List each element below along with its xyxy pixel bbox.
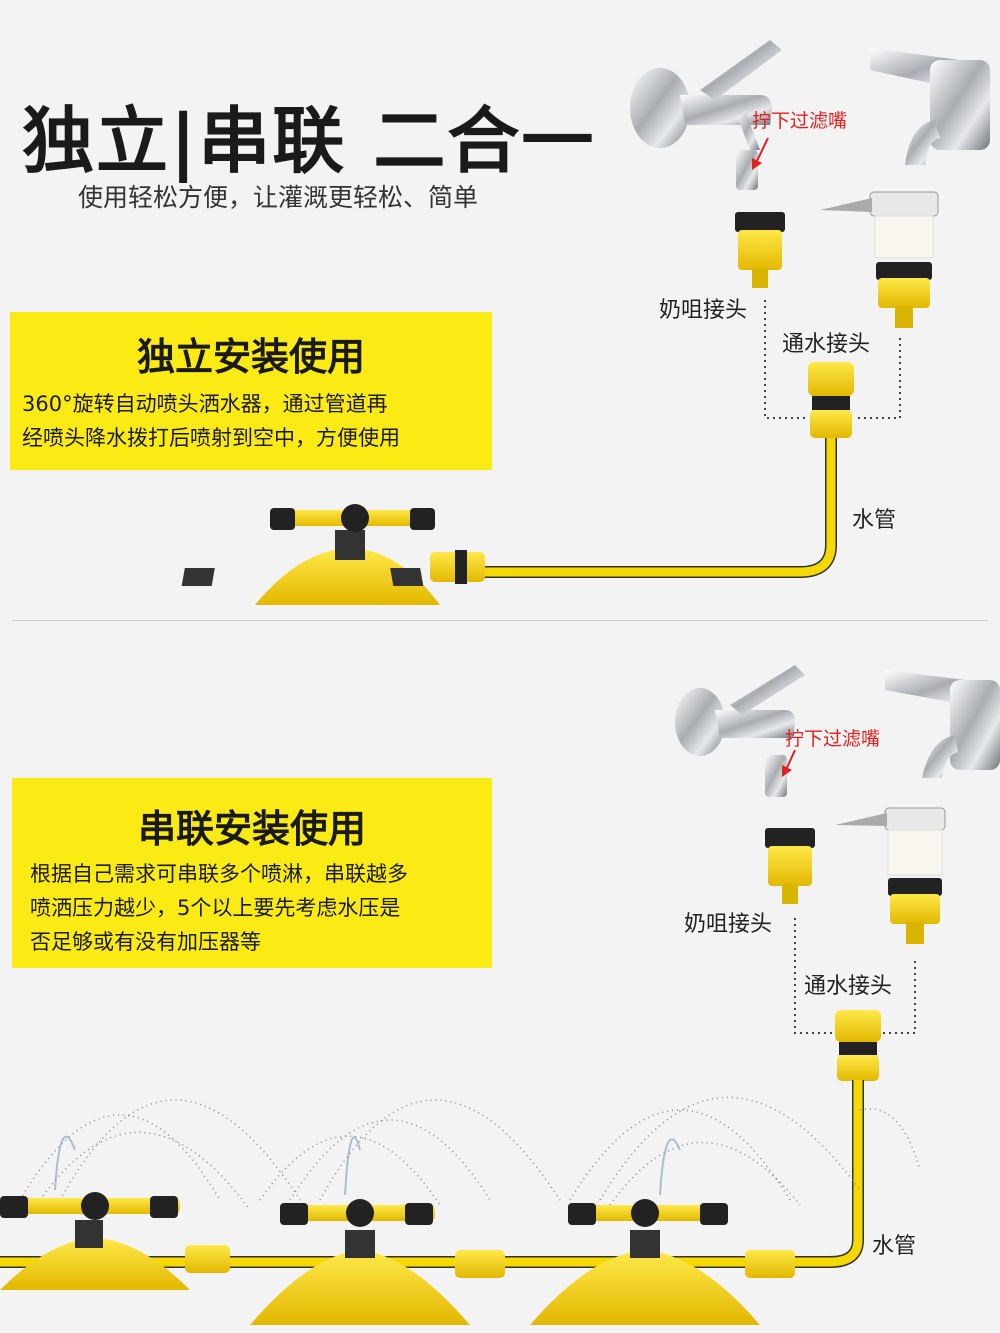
tap-connector-label-2: 通水接头 [800,968,897,1000]
independent-install-line-2: 经喷头降水拨打后喷射到空中，方便使用 [22,426,400,450]
hose-label-2: 水管 [868,1228,921,1260]
hose-label: 水管 [848,502,901,534]
quick-connector-icon [808,362,854,438]
series-install-line-3: 否足够或有没有加压器等 [30,930,261,954]
nipple-connector-label-2: 奶咀接头 [680,906,777,938]
page-subtitle: 使用轻松方便，让灌溉更轻松、简单 [78,183,479,212]
page-title: 独立|串联 二合一 [22,99,596,183]
faucet-right-2-icon [885,670,1000,778]
series-install-line-1: 根据自己需求可串联多个喷淋，串联越多 [30,862,408,886]
sprinkler-icon [181,504,485,605]
remove-filter-label: 拧下过滤嘴 [752,110,848,132]
nipple-connector-2-icon [765,828,815,904]
series-install-title: 串联安装使用 [137,807,366,851]
tap-adapter-2-icon [835,807,946,944]
tap-connector-label: 通水接头 [778,326,875,358]
independent-install-panel: 独立安装使用 360°旋转自动喷头洒水器，通过管道再 经喷头降水拨打后喷射到空中… [10,312,492,470]
faucet-left-2-icon [675,665,805,797]
sprinkler-series-2-icon [250,1199,505,1325]
water-spray-icon [19,1096,921,1211]
nipple-connector-icon [735,212,785,288]
tap-adapter-icon [820,191,939,328]
series-install-line-2: 喷洒压力越少，5个以上要先考虑水压是 [30,896,401,920]
sprinkler-series-1-icon [0,1192,230,1290]
series-install-panel: 串联安装使用 根据自己需求可串联多个喷淋，串联越多 喷洒压力越少，5个以上要先考… [12,778,492,968]
quick-connector-2-icon [835,1010,881,1081]
independent-install-title: 独立安装使用 [136,335,365,379]
faucet-right-icon [870,48,990,165]
independent-install-line-1: 360°旋转自动喷头洒水器，通过管道再 [22,392,388,416]
remove-filter-label-2: 拧下过滤嘴 [785,728,881,750]
section-divider [12,620,988,621]
sprinkler-series-3-icon [530,1199,795,1325]
nipple-connector-label: 奶咀接头 [655,292,752,324]
